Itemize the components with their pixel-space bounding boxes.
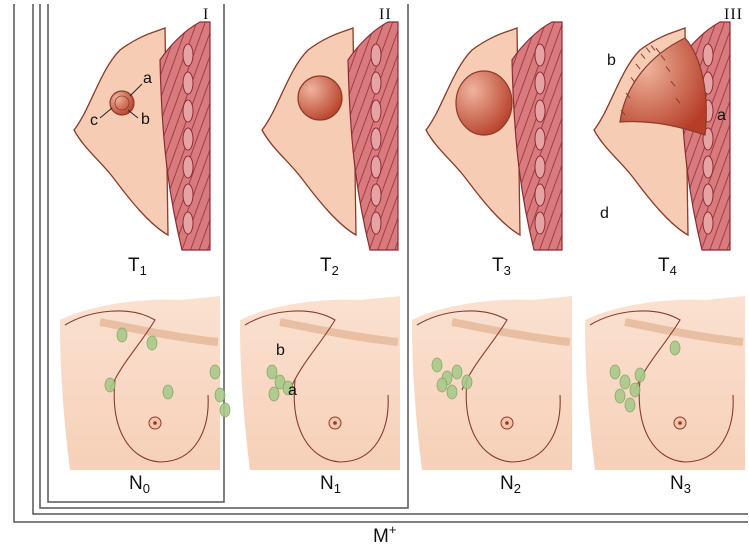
rib <box>703 184 713 206</box>
rib <box>371 100 381 122</box>
stage-label-iii: III <box>724 6 743 24</box>
lymph-node <box>147 336 157 350</box>
lymph-node <box>620 375 630 389</box>
rib <box>371 212 381 234</box>
lymph-node <box>670 341 680 355</box>
stage-label-i: I <box>203 6 209 24</box>
node-panel-n0 <box>60 296 230 470</box>
rib <box>703 156 713 178</box>
rib <box>535 44 545 66</box>
t4-label: T4 <box>658 255 677 278</box>
rib <box>183 128 193 150</box>
lymph-node <box>267 365 277 379</box>
rib <box>183 44 193 66</box>
lymph-node <box>220 403 230 417</box>
lymph-node <box>437 378 447 392</box>
lymph-node <box>462 375 472 389</box>
rib <box>183 100 193 122</box>
node-panels <box>60 296 745 470</box>
lymph-node <box>625 398 635 412</box>
tumor-t4 <box>620 38 706 135</box>
t4-annotation-b: b <box>607 52 616 70</box>
lymph-node <box>452 365 462 379</box>
breast-profile <box>74 28 168 235</box>
rib <box>183 156 193 178</box>
metastasis-label: M+ <box>373 522 396 548</box>
tumor-panels <box>74 22 730 250</box>
tumor-t2 <box>298 76 342 120</box>
nipple-center <box>678 421 682 425</box>
lymph-node <box>117 328 127 342</box>
t1-annotation-b: b <box>141 111 150 129</box>
rib <box>371 128 381 150</box>
node-panel-n3 <box>585 296 745 470</box>
n0-label: N0 <box>129 473 150 496</box>
lymph-node <box>210 365 220 379</box>
n2-label: N2 <box>500 473 521 496</box>
t1-label: T1 <box>128 255 147 278</box>
lymph-node <box>610 365 620 379</box>
t4-annotation-d: d <box>600 205 609 223</box>
t3-label: T3 <box>492 255 511 278</box>
n1-annotation-b: b <box>276 342 285 360</box>
rib <box>535 100 545 122</box>
rib <box>535 156 545 178</box>
rib <box>183 212 193 234</box>
stage-label-ii: II <box>379 6 392 24</box>
rib <box>371 184 381 206</box>
lymph-node <box>215 388 225 402</box>
tumor-panel-t1 <box>74 22 210 250</box>
lymph-node <box>615 389 625 403</box>
nipple-center <box>333 421 337 425</box>
rib <box>535 184 545 206</box>
breast-profile <box>262 28 356 235</box>
lymph-node <box>635 368 645 382</box>
lymph-node <box>269 387 279 401</box>
rib <box>535 128 545 150</box>
n1-annotation-a: a <box>288 382 297 400</box>
t1-annotation-a: a <box>143 70 152 88</box>
t4-annotation-a: a <box>717 107 726 125</box>
node-panel-n1 <box>240 296 400 470</box>
node-panel-n2 <box>412 296 572 470</box>
lymph-node <box>432 358 442 372</box>
tumor-panel-t3 <box>426 22 562 250</box>
lymph-node <box>447 385 457 399</box>
lymph-node <box>630 383 640 397</box>
rib <box>371 72 381 94</box>
nipple-center <box>153 421 157 425</box>
tumor-panel-t2 <box>262 22 398 250</box>
rib <box>183 72 193 94</box>
n3-label: N3 <box>670 473 691 496</box>
nipple-center <box>505 421 509 425</box>
rib <box>371 156 381 178</box>
lymph-node <box>105 378 115 392</box>
lymph-node <box>163 385 173 399</box>
rib <box>535 212 545 234</box>
rib <box>535 72 545 94</box>
rib <box>371 44 381 66</box>
n1-label: N1 <box>320 473 341 496</box>
rib <box>703 44 713 66</box>
t1-annotation-c: c <box>90 112 98 130</box>
rib <box>703 212 713 234</box>
t2-label: T2 <box>320 255 339 278</box>
rib <box>183 184 193 206</box>
tumor-t3 <box>456 71 512 135</box>
